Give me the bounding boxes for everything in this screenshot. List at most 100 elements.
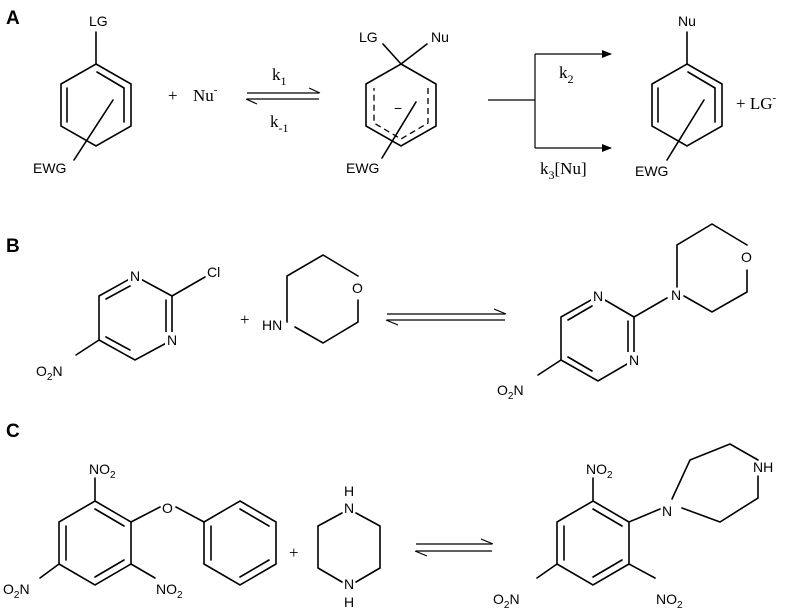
no2-top-no: NO [89, 461, 110, 477]
panel-b: B N N Cl O2N + O HN [6, 223, 752, 402]
no2-left-o: O [493, 591, 504, 607]
picryl-phenyl-ether: NO2 O O2N NO2 [3, 461, 277, 601]
ring-double-bond [239, 559, 270, 578]
rate-k-1: k-1 [270, 112, 289, 135]
no2-left-o: O [3, 581, 14, 597]
pyrimidine-ring [98, 275, 173, 361]
rate-k3-suffix: [Nu] [555, 159, 587, 178]
morpholine-bonds [286, 254, 359, 323]
nu-label: Nu [678, 13, 696, 29]
reverse-arrow-head [414, 550, 428, 557]
plus-sign: + [240, 310, 250, 329]
ring-double-bond [96, 71, 125, 89]
panel-a-label: A [6, 8, 20, 29]
morpholine-bonds [294, 299, 359, 344]
no2-right-sub: 2 [677, 600, 683, 611]
c-n-bond [633, 297, 668, 318]
ring-double-bond [687, 71, 716, 89]
rate-k3: k3[Nu] [540, 159, 587, 182]
forward-arrow-head [308, 87, 321, 94]
phenyl-ring [203, 500, 277, 586]
no2-left-sub: 2 [504, 600, 510, 611]
ring-double-bond [239, 508, 270, 527]
equilibrium-arrow-2 [385, 308, 507, 326]
nh-top-h: H [344, 483, 354, 499]
no2-right: NO2 [656, 591, 683, 611]
rate-k3-sub: 3 [549, 168, 555, 182]
no2-left-n: N [19, 581, 29, 597]
chloronitropyrimidine: N N Cl O2N [36, 264, 220, 383]
plus-sign: + [289, 543, 299, 562]
nh-bottom-h: H [344, 594, 354, 610]
ring-double-bond [94, 508, 125, 527]
piperazine-nh: NH [753, 459, 773, 475]
rate-k2-base: k [559, 63, 568, 82]
ring-double-bond [567, 305, 593, 321]
intermediate-ring [365, 63, 437, 147]
ether-bond [130, 506, 161, 523]
ether-oxygen: O [162, 500, 173, 516]
panel-c: C NO2 O O2N NO2 + H N [3, 421, 773, 611]
ring-double-bond [592, 508, 623, 527]
morpholinyl-nitropyrimidine: N N N O O2N [497, 223, 752, 402]
nitro-o: O [497, 382, 508, 398]
leaving-group-label: + LG- [736, 92, 777, 113]
ring-n-top: N [130, 268, 140, 284]
picryl-piperazine: NO2 N NH O2N NO2 [493, 443, 773, 611]
meisenheimer-intermediate: LG Nu − EWG [346, 29, 449, 176]
chlorine-label: Cl [207, 264, 220, 280]
panel-b-label: B [6, 236, 20, 257]
nitro-sub: 2 [47, 372, 53, 383]
morpholine-n: N [671, 287, 681, 303]
branching-arrows [488, 50, 612, 152]
rate-k1-base: k [272, 65, 281, 84]
c-n-bond [628, 508, 661, 523]
ring-double-bond [94, 559, 125, 578]
no2-right-bond [628, 563, 656, 579]
no2-right: NO2 [156, 581, 183, 601]
no2-right-sub: 2 [177, 590, 183, 601]
forward-arrow-head [493, 308, 507, 315]
ring-n-bottom: N [629, 352, 639, 368]
nitro-n: N [513, 382, 523, 398]
piperazine: H N N H [317, 483, 381, 610]
equilibrium-arrow-3 [414, 538, 494, 557]
morpholine-bonds [676, 223, 748, 288]
nitro-bond [537, 359, 562, 376]
rate-k1-sub: 1 [281, 74, 287, 88]
rate-k-1-sub: -1 [279, 121, 289, 135]
ewg-bond [666, 99, 705, 161]
rate-k2-sub: 2 [568, 72, 574, 86]
reverse-arrow-head [245, 98, 258, 105]
nitro-sub: 2 [508, 391, 514, 402]
ewg-label: EWG [635, 163, 668, 179]
nitro-group: O2N [36, 363, 63, 383]
nh-bottom-n: N [344, 576, 354, 592]
piperazine-n: N [662, 503, 672, 519]
plus-sign: + [168, 86, 178, 105]
delocalized-charge [373, 88, 429, 140]
no2-left-bond [39, 563, 60, 579]
nh-top-n: N [344, 500, 354, 516]
no2-top-no: NO [586, 461, 607, 477]
leaving-group-charge: - [773, 92, 777, 104]
ewg-label: EWG [33, 160, 66, 176]
forward-arrow-head [480, 538, 494, 545]
nu-label: Nu [431, 29, 449, 45]
panel-a: A LG EWG + Nu- k1 k-1 [6, 8, 777, 182]
leaving-group-base: + LG [736, 94, 773, 113]
ring-n-top: N [593, 288, 603, 304]
piperazine-bonds [355, 512, 381, 583]
nucleophile-base: Nu [193, 86, 214, 105]
rate-k-1-base: k [270, 112, 279, 131]
no2-left-sub: 2 [14, 590, 20, 601]
equilibrium-arrow-1 [245, 87, 321, 105]
ring-double-bond [105, 336, 131, 351]
no2-right-bond [130, 563, 156, 579]
no2-right-no: NO [156, 581, 177, 597]
rate-k1: k1 [272, 65, 287, 88]
no2-left-n: N [509, 591, 519, 607]
ring-oxygen: O [352, 280, 363, 296]
rate-k3-base: k [540, 159, 549, 178]
